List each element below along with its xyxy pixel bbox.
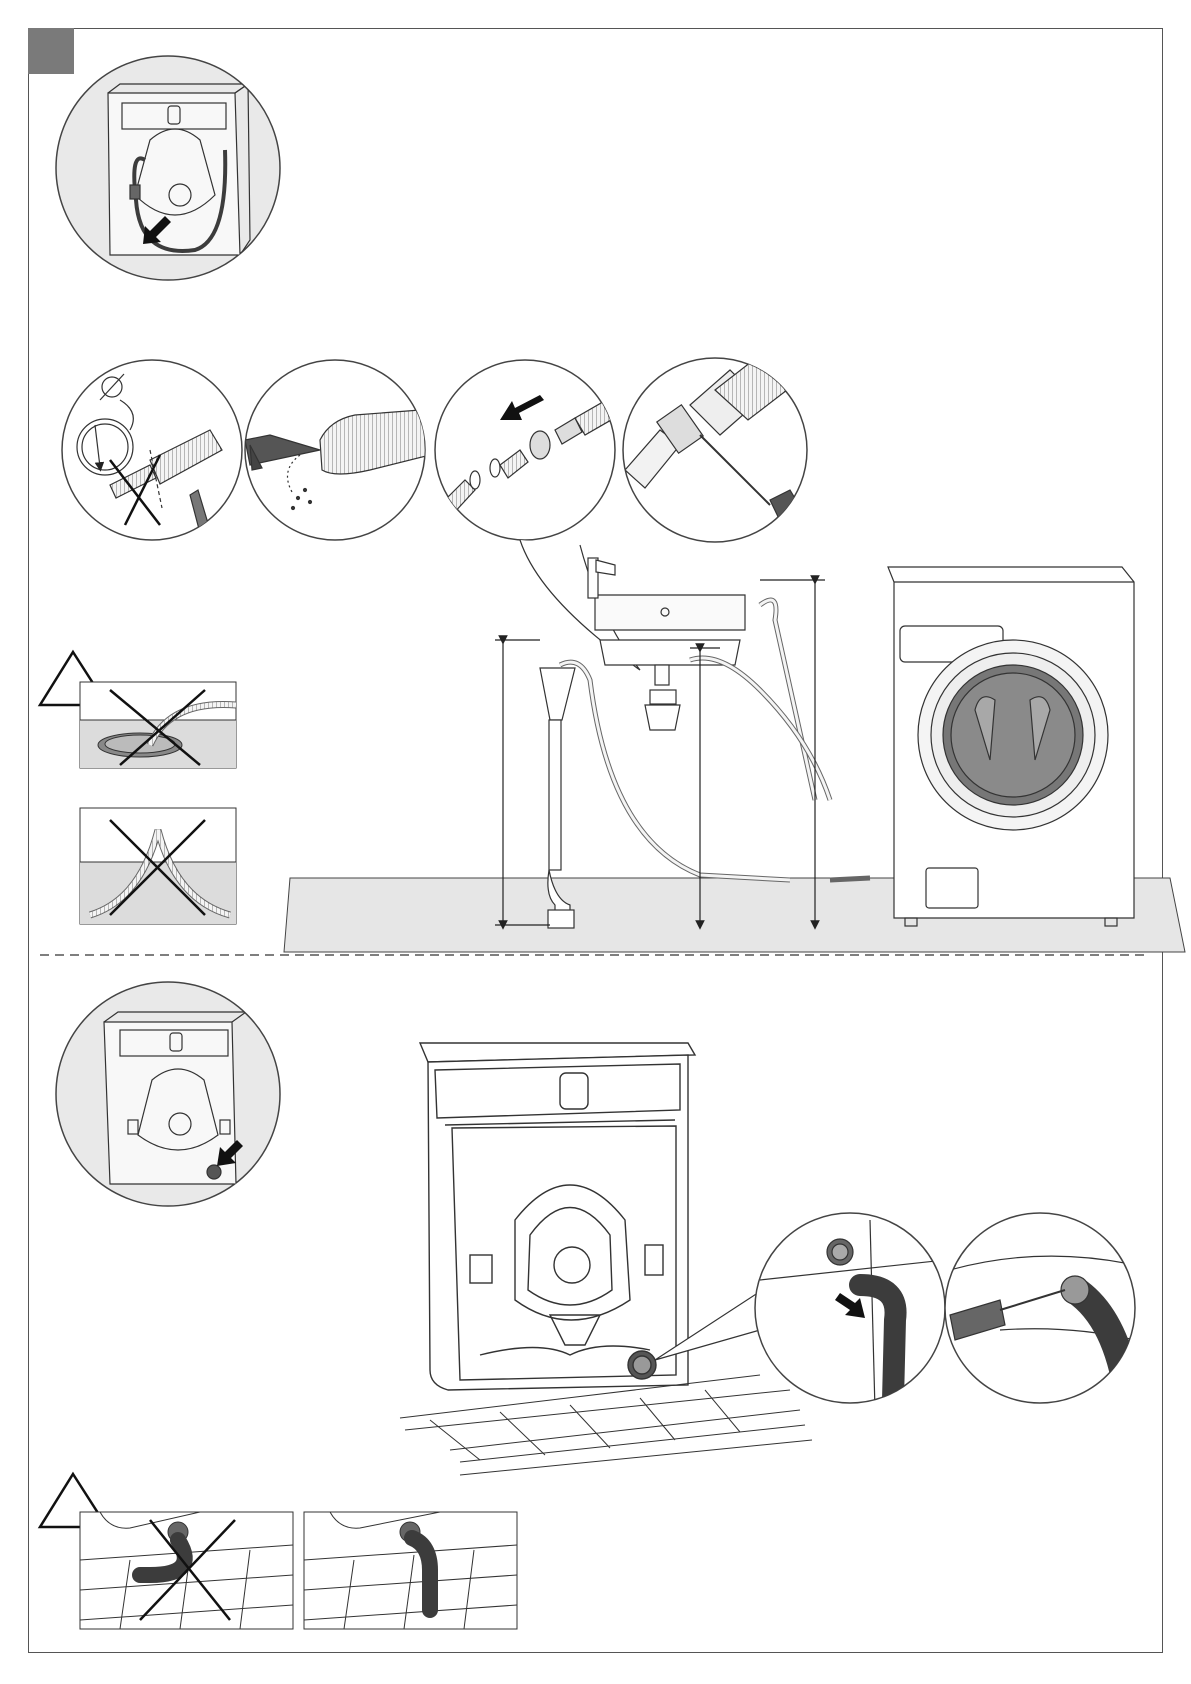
inset-cut-hose-end	[245, 360, 430, 540]
warning-hose-loop	[80, 808, 236, 924]
warning-kinked-hose	[40, 1474, 293, 1629]
washing-machine	[888, 567, 1134, 926]
inset-tighten-clamp	[623, 355, 807, 542]
warning-floor-drain	[40, 652, 236, 768]
inset-assemble-adapter	[435, 360, 625, 540]
inset-back-drain-outlet	[56, 982, 280, 1206]
inset-insert-hose	[755, 1213, 945, 1410]
correct-hose-bend	[304, 1512, 517, 1629]
inset-hose-diameter	[62, 360, 242, 540]
sink-with-hose	[588, 558, 830, 800]
inset-screw-clamp	[945, 1213, 1135, 1410]
machine-rear-view	[420, 1043, 695, 1390]
inset-back-hose-clip	[56, 56, 280, 280]
